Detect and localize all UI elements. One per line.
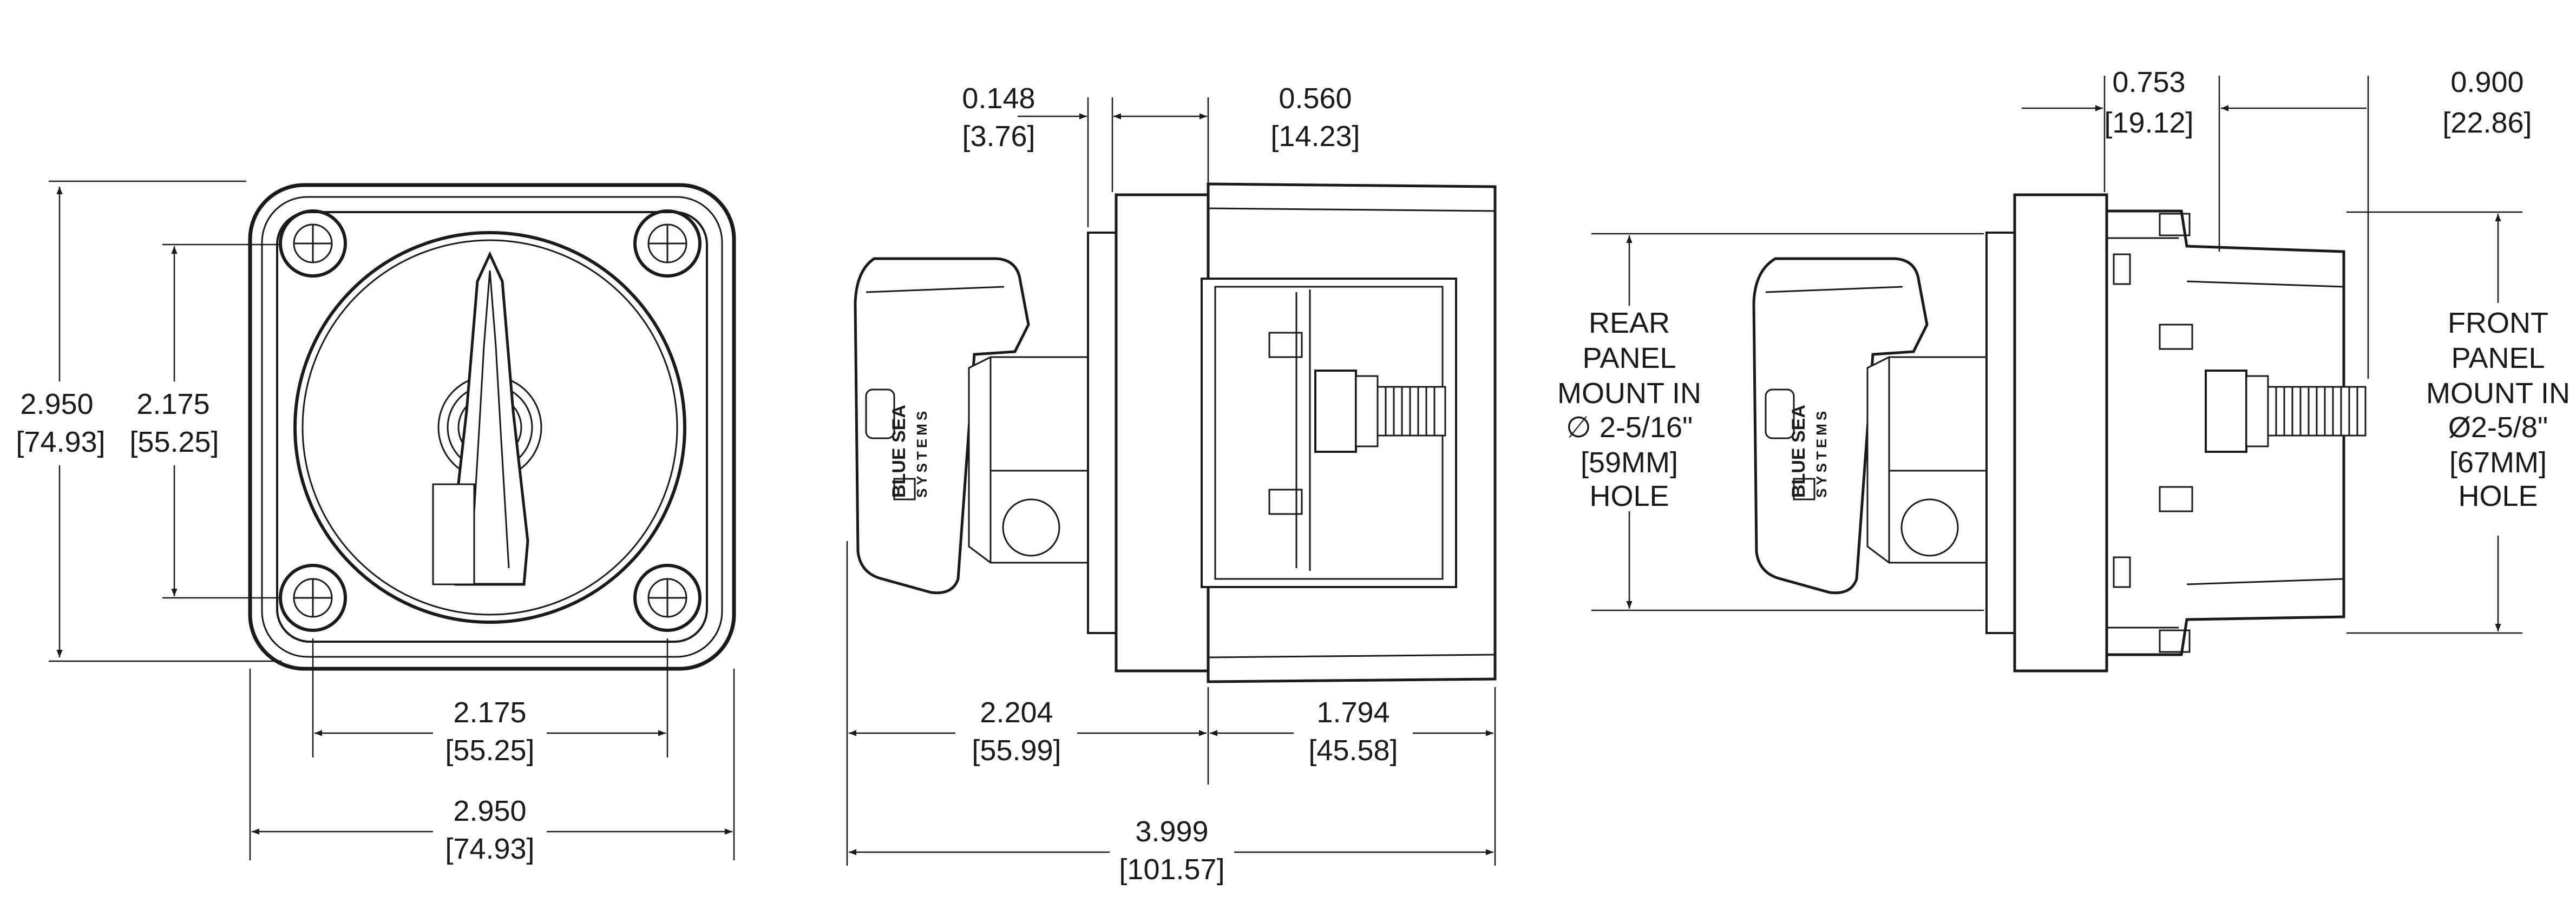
- rear-note-line-2: PANEL: [1582, 342, 1676, 374]
- rear-depth-mm: [45.58]: [1308, 734, 1398, 767]
- dial-outer-ring: [293, 231, 686, 624]
- flange-dim-mm: [3.76]: [962, 120, 1035, 153]
- mount-housing-lines: [2107, 237, 2179, 629]
- lever-tab: [432, 483, 475, 585]
- rear-note-line-5: [59MM]: [1581, 446, 1678, 479]
- side-rear-body-lines: [1208, 207, 1496, 658]
- side-logo-icon: [893, 478, 916, 500]
- side-hub-detail: [989, 357, 1088, 563]
- front-view-dimensions: [49, 180, 735, 860]
- mount-hub: [1866, 356, 1988, 564]
- mount-housing-tabs: [2113, 213, 2193, 653]
- mount-hole-top-right: [633, 209, 702, 278]
- side-contact-teeth: [1268, 332, 1303, 515]
- mount-stud-nut-2: [2245, 375, 2269, 447]
- mount-hub-port: [1900, 498, 1959, 557]
- switch-lever-ridge: [470, 270, 510, 569]
- side-logo-brand: BLUE SEA: [889, 405, 909, 498]
- hole-spacing-h-inch: 2.175: [453, 696, 526, 729]
- mount-hole-bottom-right: [633, 564, 702, 632]
- side-bezel: [1115, 193, 1210, 673]
- front-depth-inch: 2.204: [980, 696, 1053, 729]
- mount-bezel: [2013, 193, 2108, 673]
- mount-view-dimensions: [1591, 76, 2522, 634]
- side-stud-thread-lines: [1385, 387, 1436, 436]
- front-note-line-1: FRONT: [2448, 307, 2548, 339]
- front-body-inner: [261, 196, 723, 658]
- front-note-line-2: PANEL: [2451, 342, 2545, 374]
- front-panel-note: FRONT PANEL MOUNT IN Ø2-5/8" [67MM] HOLE: [2426, 307, 2570, 512]
- mount-logo-icon: [1793, 478, 1815, 500]
- side-stud-nut-1: [1314, 370, 1357, 453]
- rear-depth-inch: 1.794: [1316, 696, 1389, 729]
- front-body-outline: [248, 183, 736, 671]
- width-dim-mm: [74.93]: [445, 833, 534, 865]
- rear-note-line-3: MOUNT IN: [1557, 377, 1701, 410]
- rear-mount-dim-mm: [19.12]: [2104, 107, 2193, 139]
- mount-stud-nut-1: [2205, 370, 2247, 453]
- rear-note-line-4: ∅ 2-5/16": [1566, 411, 1693, 444]
- mount-hole-bottom-left: [279, 564, 347, 632]
- front-view: [248, 183, 736, 671]
- front-depth-mm: [55.99]: [972, 734, 1061, 767]
- mount-stud-thread-lines: [2275, 387, 2358, 436]
- mount-knob-edge: [1765, 286, 1903, 293]
- rear-note-line-1: REAR: [1589, 307, 1670, 339]
- mount-hub-detail: [1888, 357, 1987, 563]
- hole-spacing-v-inch: 2.175: [136, 388, 209, 420]
- side-hub: [968, 356, 1089, 564]
- height-dim-mm: [74.93]: [16, 426, 105, 458]
- mount-housing-inner-lines: [2186, 280, 2344, 585]
- dial-inner-ring: [301, 239, 678, 616]
- side-knob-slot: [865, 388, 895, 439]
- hole-spacing-h-mm: [55.25]: [445, 734, 534, 767]
- overall-depth-inch: 3.999: [1135, 815, 1208, 848]
- rear-panel-note: REAR PANEL MOUNT IN ∅ 2-5/16" [59MM] HOL…: [1557, 307, 1701, 512]
- mount-hole-top-left: [279, 209, 347, 278]
- rear-note-line-6: HOLE: [1589, 480, 1669, 512]
- side-knob: [854, 257, 1030, 595]
- mount-view: [1752, 193, 2367, 673]
- overall-depth-mm: [101.57]: [1119, 853, 1224, 886]
- front-note-line-5: [67MM]: [2449, 446, 2547, 479]
- bezel-dim-inch: 0.560: [1279, 82, 1352, 115]
- front-note-line-6: HOLE: [2458, 480, 2538, 512]
- bezel-dim-mm: [14.23]: [1270, 120, 1360, 153]
- height-dim-inch: 2.950: [20, 388, 93, 420]
- front-panel-face: [276, 211, 708, 643]
- rear-mount-dim-inch: 0.753: [2112, 66, 2185, 98]
- width-dim-inch: 2.950: [453, 795, 526, 827]
- flange-dim-inch: 0.148: [962, 82, 1035, 115]
- front-note-line-4: Ø2-5/8": [2448, 411, 2548, 444]
- front-note-line-3: MOUNT IN: [2426, 377, 2570, 410]
- mount-knob: [1752, 257, 1929, 595]
- side-view-dimensions: [846, 97, 1496, 866]
- front-mount-dim-inch: 0.900: [2450, 66, 2523, 98]
- mount-logo: BLUE SEA SYSTEMS: [1788, 405, 1830, 500]
- front-mount-dim-mm: [22.86]: [2442, 107, 2532, 139]
- side-contact-plate: [1295, 289, 1311, 571]
- mount-logo-brand: BLUE SEA: [1788, 405, 1809, 498]
- side-view: [854, 182, 1497, 683]
- side-logo-sub: SYSTEMS: [914, 408, 930, 498]
- side-stud-nut-2: [1355, 375, 1379, 447]
- side-logo: BLUE SEA SYSTEMS: [889, 405, 930, 500]
- hole-spacing-v-mm: [55.25]: [129, 426, 219, 458]
- mount-knob-slot: [1765, 388, 1795, 439]
- mount-logo-sub: SYSTEMS: [1813, 408, 1830, 498]
- side-hub-port: [1002, 498, 1060, 557]
- mount-rear-plate: [1985, 232, 2016, 634]
- side-flange: [1087, 232, 1117, 634]
- side-knob-edge: [866, 286, 1005, 293]
